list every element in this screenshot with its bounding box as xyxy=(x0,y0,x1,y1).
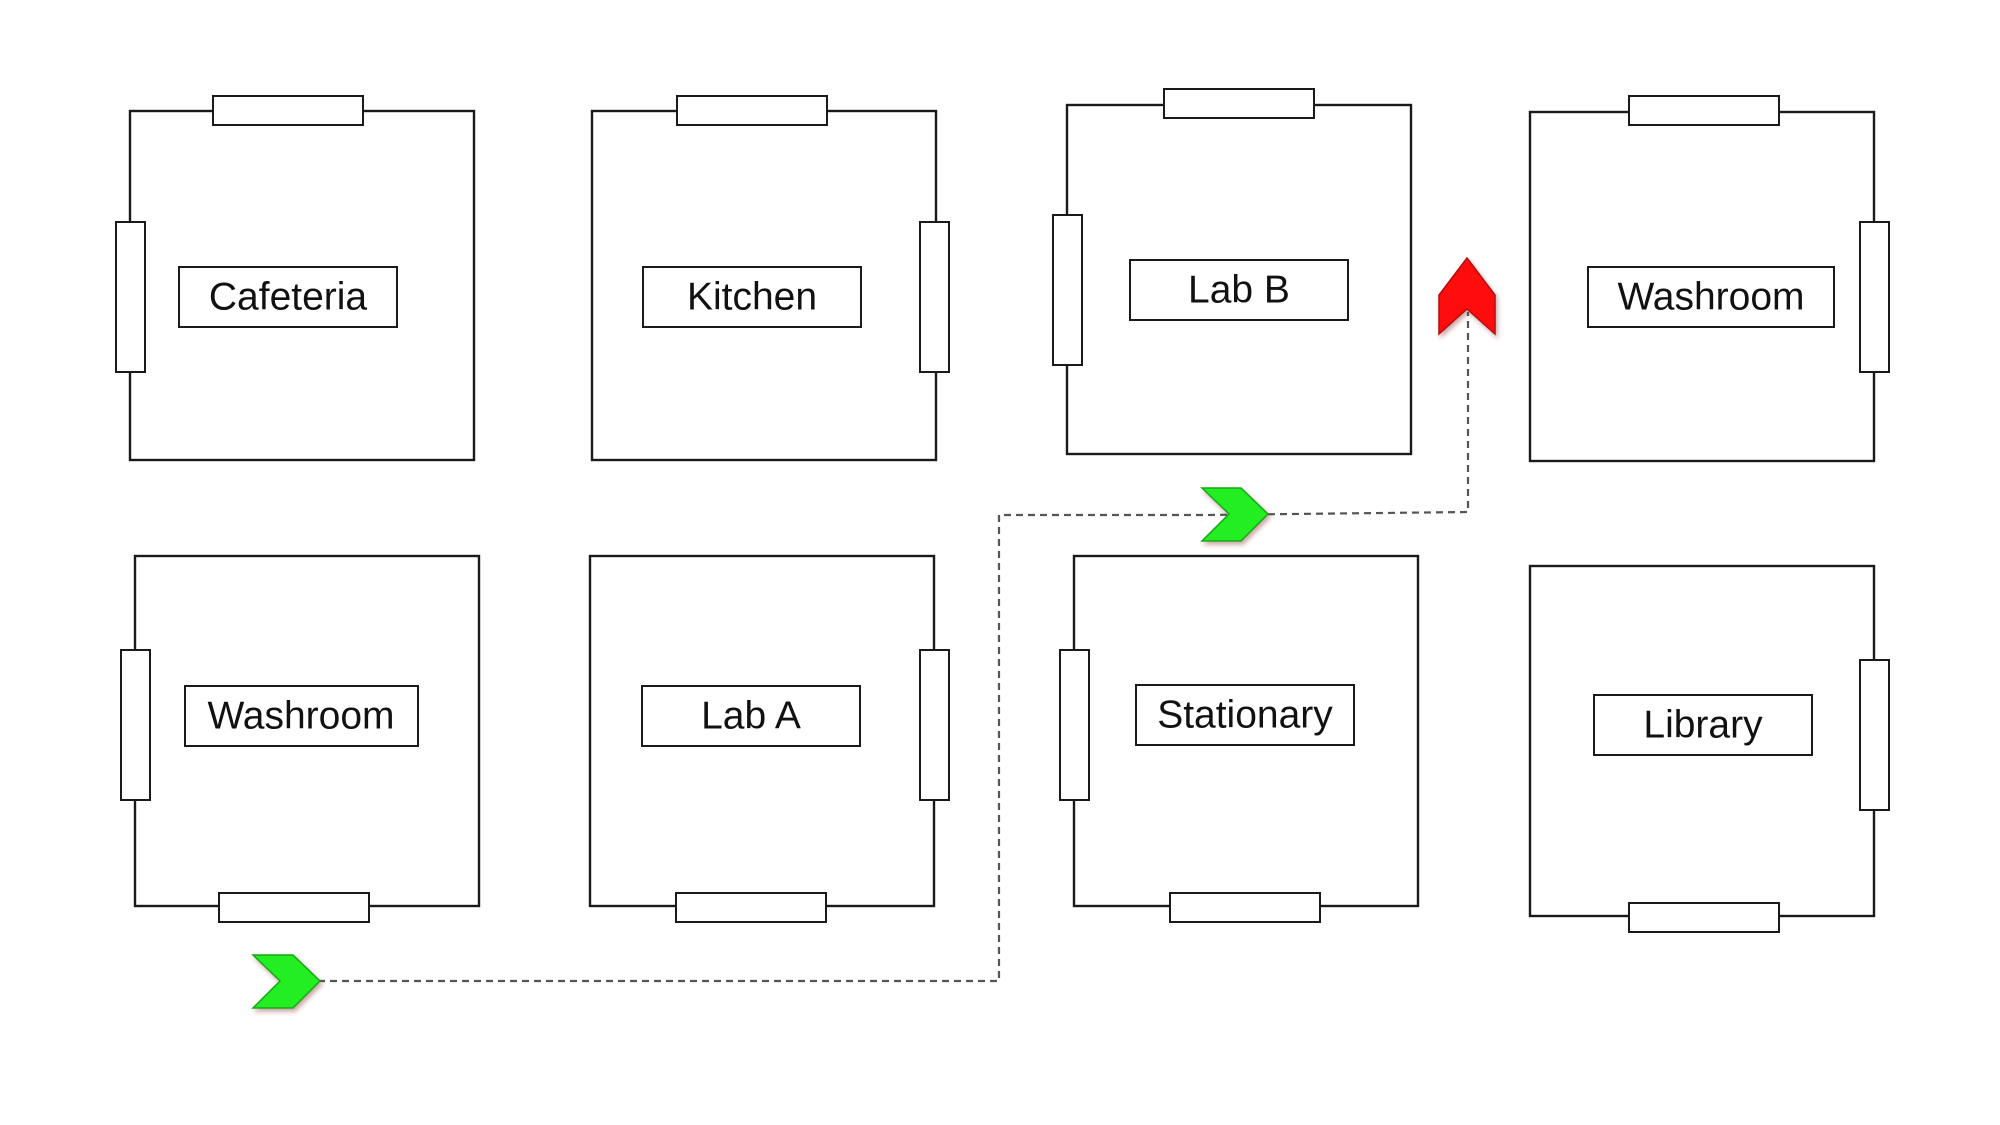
room-library: Library xyxy=(1528,564,1890,933)
room-kitchen-label: Kitchen xyxy=(687,276,817,319)
door-cafeteria-left[interactable] xyxy=(115,221,146,373)
door-washroom-top-top[interactable] xyxy=(1628,95,1780,126)
room-washroom-bottom-label-box xyxy=(184,685,419,747)
door-kitchen-top[interactable] xyxy=(676,95,828,126)
room-washroom-bottom: Washroom xyxy=(120,554,481,923)
room-kitchen-label-box xyxy=(642,266,862,328)
room-stationary-label: Stationary xyxy=(1157,694,1333,737)
door-stationary-left[interactable] xyxy=(1059,649,1090,801)
room-cafeteria-label: Cafeteria xyxy=(209,276,368,319)
door-lab-b-top[interactable] xyxy=(1163,88,1315,119)
room-kitchen: Kitchen xyxy=(590,95,950,462)
door-lab-a-right[interactable] xyxy=(919,649,950,801)
door-lab-a-bottom[interactable] xyxy=(675,892,827,923)
room-washroom-top-label-box xyxy=(1587,266,1835,328)
room-lab-a-label: Lab A xyxy=(701,695,801,738)
door-library-bottom[interactable] xyxy=(1628,902,1780,933)
room-stationary-label-box xyxy=(1135,684,1355,746)
room-library-label-box xyxy=(1593,694,1813,756)
room-lab-b-label: Lab B xyxy=(1188,269,1290,312)
room-library-label: Library xyxy=(1643,704,1763,747)
door-library-right[interactable] xyxy=(1859,659,1890,811)
room-lab-b: Lab B xyxy=(1052,88,1413,456)
room-lab-b-label-box xyxy=(1129,259,1349,321)
room-lab-a: Lab A xyxy=(588,554,950,923)
door-kitchen-right[interactable] xyxy=(919,221,950,373)
room-washroom-top: Washroom xyxy=(1528,95,1890,463)
door-cafeteria-top[interactable] xyxy=(212,95,364,126)
door-washroom-bottom-bottom[interactable] xyxy=(218,892,370,923)
route-end-arrow-up-icon xyxy=(1438,256,1496,336)
room-cafeteria-label-box xyxy=(178,266,398,328)
room-washroom-bottom-label: Washroom xyxy=(207,695,394,738)
door-washroom-top-right[interactable] xyxy=(1859,221,1890,373)
route-path xyxy=(318,312,1470,983)
room-washroom-top-label: Washroom xyxy=(1617,276,1804,319)
room-stationary: Stationary xyxy=(1059,554,1420,923)
room-lab-a-label-box xyxy=(641,685,861,747)
room-cafeteria: Cafeteria xyxy=(115,95,476,462)
route-waypoint-chevron-icon xyxy=(1200,487,1270,542)
door-lab-b-left[interactable] xyxy=(1052,214,1083,366)
route-start-chevron-icon xyxy=(251,954,322,1009)
door-stationary-bottom[interactable] xyxy=(1169,892,1321,923)
door-washroom-bottom-left[interactable] xyxy=(120,649,151,801)
